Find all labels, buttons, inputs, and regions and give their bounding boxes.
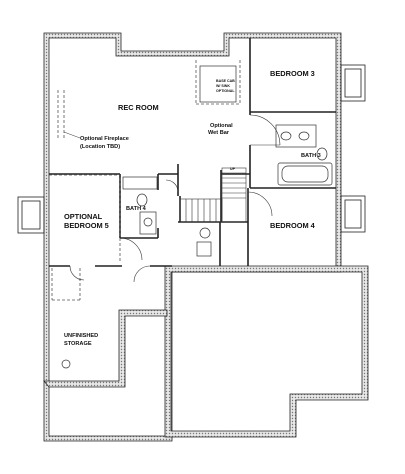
fireplace-leader [63,131,81,139]
doors [69,114,281,283]
storage-line1: UNFINISHED [64,333,98,339]
fireplace-note-line2: (Location TBD) [80,144,120,150]
exterior-walls [43,32,369,442]
optional-walls [49,60,241,301]
rec-room-label: REC ROOM [118,103,159,112]
bedroom-3-label: BEDROOM 3 [270,69,315,78]
cabinet-note-line3: OPTIONAL [216,89,235,93]
bedroom-4-label: BEDROOM 4 [270,221,316,230]
window-wells [17,64,366,234]
fireplace-note-line1: Optional Fireplace [80,136,129,142]
bedroom-5-line1: OPTIONAL [64,212,103,221]
stairs-up-label: UP [230,167,236,171]
bedroom-5-line2: BEDROOM 5 [64,221,109,230]
bath-4-label: BATH 4 [126,206,147,212]
cabinet-note-line1: BASE CAB [216,79,235,83]
wet-bar-note-line1: Optional [210,123,233,129]
fixtures [61,65,333,369]
storage-line2: STORAGE [64,341,92,347]
bath-3-label: BATH 3 [301,153,321,159]
stairs [179,167,247,223]
cabinet-note-line2: W/ SINK [216,84,230,88]
wet-bar-note-line2: Wet Bar [208,130,230,136]
